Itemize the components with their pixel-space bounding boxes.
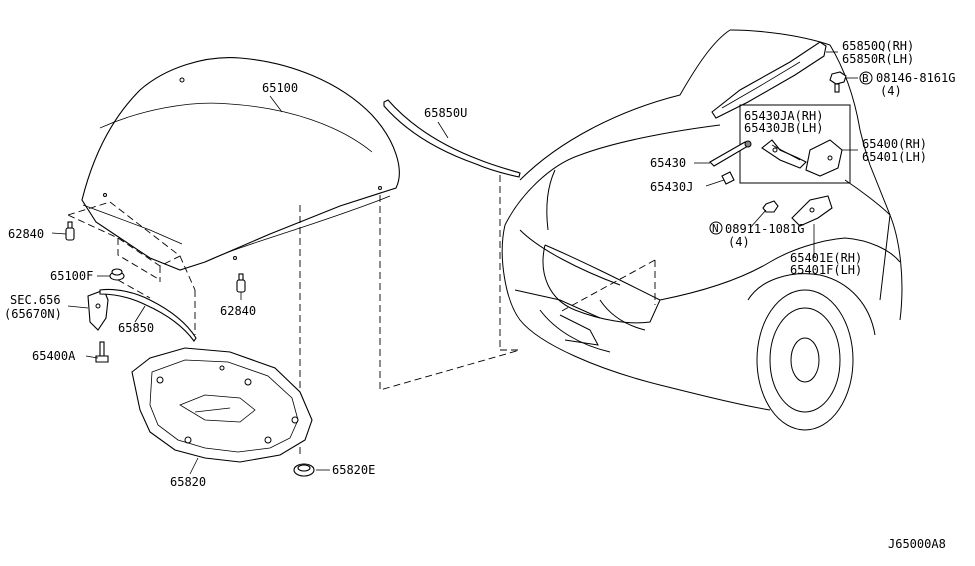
insulator-dashed-leader [379,195,521,391]
label-hood-clip: 65100F [50,269,93,283]
label-stay: 65430 [650,156,686,170]
nut-n-part[interactable] [762,200,779,213]
hood-rod[interactable] [99,288,197,342]
label-hinge-rh: 65400(RH) [862,137,927,151]
hood-insulator[interactable] [131,347,313,463]
label-cowl-cover-rh: 65850Q(RH) [842,39,914,53]
hood-stay[interactable] [709,140,752,185]
label-sec-ref-part: (65670N) [4,307,62,321]
hinge-group-box [739,104,851,184]
label-cowl-cover-lh: 65850R(LH) [842,52,914,66]
label-bumper-stop-right: 62840 [220,304,256,318]
label-hinge-e-rh: 65401E(RH) [790,251,862,265]
bolt-b-part[interactable] [829,71,847,93]
nut-n-marker: N [712,222,719,235]
bumper-stop-left[interactable] [65,221,75,241]
insulator-clip[interactable] [293,463,315,477]
bolt-b-marker: B [862,72,869,85]
label-sec-ref: SEC.656 [10,293,61,307]
leader-lines [51,51,858,475]
label-bolt-b: 08146-8161G [876,71,955,85]
hood-clip-65100f[interactable] [109,268,125,281]
nut-n-circle-icon: N [709,221,723,235]
vehicle-body [501,29,903,431]
bolt-b-circle-icon: B [859,71,873,85]
label-nut-n-qty: (4) [728,235,750,249]
hinge-dashed-lines [500,259,656,351]
hood-seal-strip[interactable] [383,99,521,178]
diagram-code: J65000A8 [888,537,946,551]
label-hinge-f-lh: 65401F(LH) [790,263,862,277]
hood-lock[interactable] [87,289,109,331]
hood-hinge[interactable] [761,139,843,177]
label-stay-jb: 65430JB(LH) [744,121,823,135]
bumper-stop-right[interactable] [236,273,246,293]
hood-mount-lines [66,201,196,335]
label-hinge-lh: 65401(LH) [862,150,927,164]
label-hood-seal: 65850U [424,106,467,120]
label-nut-n: 08911-1081G [725,222,804,236]
label-bolt-b-qty: (4) [880,84,902,98]
label-stay-ja: 65430JA(RH) [744,109,823,123]
label-insulator-clip: 65820E [332,463,375,477]
cowl-cover[interactable] [711,41,827,119]
hood-hinge-lower[interactable] [791,195,833,227]
label-hood: 65100 [262,81,298,95]
bolt-65400a[interactable] [95,341,109,363]
label-hood-rod: 65850 [118,321,154,335]
hood-panel[interactable] [81,57,400,271]
label-bumper-stop-left: 62840 [8,227,44,241]
label-insulator: 65820 [170,475,206,489]
label-bolt-65400a: 65400A [32,349,76,363]
label-stay-j: 65430J [650,180,693,194]
